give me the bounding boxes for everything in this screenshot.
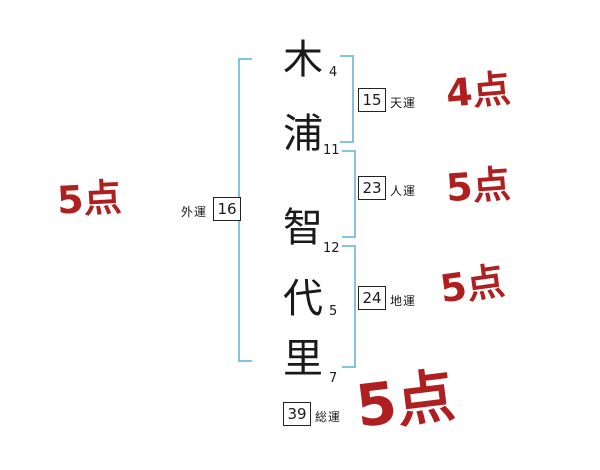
tenun-bracket [340, 55, 354, 143]
jinun-label: 人運 [390, 184, 417, 198]
chiun-label: 地運 [390, 294, 417, 308]
name-char-5: 里 [283, 336, 323, 382]
stroke-count-3: 12 [323, 241, 340, 256]
tenun-score: 4点 [444, 66, 513, 116]
gaiun-score: 5点 [55, 175, 123, 223]
jinun-value-box: 23 [358, 176, 386, 200]
tenun-value-box: 15 [358, 88, 386, 112]
stroke-count-2: 11 [323, 143, 340, 158]
chiun-score: 5点 [437, 258, 508, 312]
gaiun-label: 外運 [181, 205, 208, 219]
soun-score: 5点 [352, 361, 459, 441]
stroke-count-5: 7 [329, 371, 338, 386]
tenun-label: 天運 [390, 96, 417, 110]
name-char-4: 代 [283, 276, 323, 322]
chiun-bracket [342, 245, 356, 368]
gaiun-value-box: 16 [213, 197, 241, 221]
stroke-count-4: 5 [329, 304, 338, 319]
stroke-count-1: 4 [329, 65, 338, 80]
name-char-3: 智 [283, 205, 323, 251]
soun-label: 総運 [315, 410, 342, 424]
name-char-2: 浦 [283, 111, 323, 157]
jinun-bracket [342, 150, 356, 238]
name-char-1: 木 [283, 37, 323, 83]
jinun-score: 5点 [444, 161, 512, 211]
soun-value-box: 39 [283, 402, 311, 426]
chiun-value-box: 24 [358, 286, 386, 310]
